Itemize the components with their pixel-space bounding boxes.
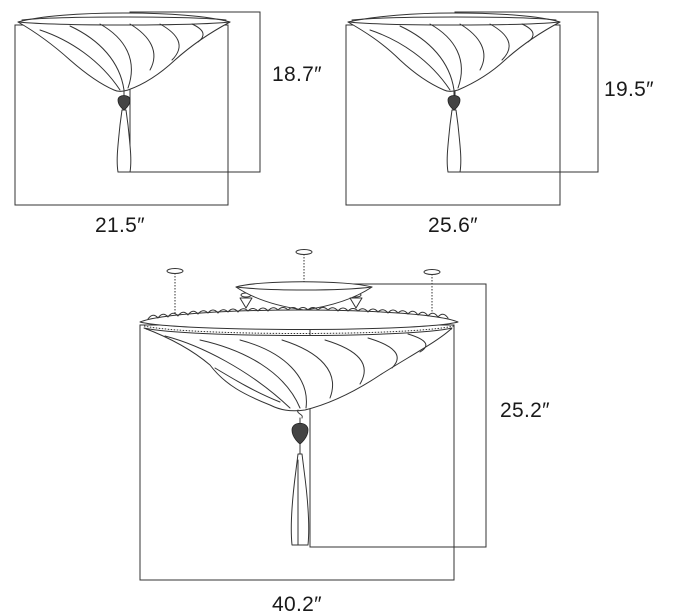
lamp-small-width-label: 21.5″ [95,214,145,237]
lamp-ceiling-rim [139,307,459,337]
lamp-small-height-label: 18.7″ [272,63,322,86]
lamp-ceiling-shade [143,327,453,412]
lamp-small-shade [17,12,231,92]
lamp-small-finial [116,89,132,173]
lamp-medium-height-frame [454,11,599,173]
lamp-small-height-frame [129,11,261,173]
lamp-ceiling-finial [290,409,310,546]
lamp-ceiling: 25.2″ 40.2″ [139,249,550,614]
lamp-small: 18.7″ 21.5″ [14,11,322,237]
lamp-ceiling-upper-dish [235,281,373,311]
lamp-ceiling-height-label: 25.2″ [500,399,550,422]
lamp-medium-shade [347,12,561,92]
lamp-ceiling-width-label: 40.2″ [272,593,322,614]
lamp-medium-height-label: 19.5″ [604,78,654,101]
lamp-ceiling-height-frame [309,283,487,548]
lamp-medium-width-label: 25.6″ [428,214,478,237]
lamp-medium: 19.5″ 25.6″ [345,11,654,237]
lamp-medium-finial [446,89,462,173]
